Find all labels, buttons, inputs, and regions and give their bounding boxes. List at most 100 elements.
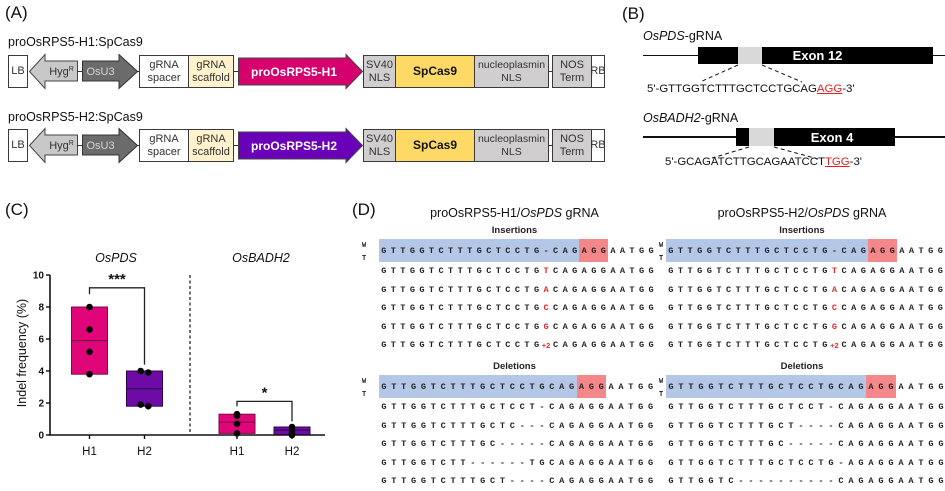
- nucleotide: C: [801, 266, 811, 276]
- nucleotide: A: [846, 439, 856, 449]
- nucleotide: C: [791, 303, 801, 313]
- nucleotide: A: [560, 303, 570, 313]
- nucleotide: T: [455, 322, 465, 332]
- hyg-superscript: R: [69, 66, 74, 73]
- nucleotide: G: [599, 322, 609, 332]
- box-label-line: nucleoplasmin: [478, 133, 545, 146]
- nucleotide: G: [417, 322, 427, 332]
- inserted-base: G: [830, 322, 840, 332]
- nucleotide: A: [577, 476, 587, 486]
- alignment-gap: -: [826, 421, 836, 431]
- nucleotide: A: [896, 476, 906, 486]
- nucleotide: T: [465, 322, 475, 332]
- nucleotide: A: [616, 439, 626, 449]
- box-label-line: spacer: [147, 72, 180, 85]
- protospacer-nucleotide: G: [408, 239, 418, 262]
- nucleotide: A: [606, 458, 616, 468]
- nucleotide: G: [886, 402, 896, 412]
- protospacer-nucleotide: T: [494, 239, 504, 262]
- nucleotide: T: [446, 322, 456, 332]
- y-tick-label: 0: [38, 431, 44, 442]
- protospacer-nucleotide: G: [859, 239, 869, 262]
- protospacer-nucleotide: T: [522, 239, 532, 262]
- protospacer-nucleotide: G: [409, 375, 419, 398]
- nucleotide: G: [887, 266, 897, 276]
- nucleotide: T: [448, 421, 458, 431]
- nucleotide: G: [936, 322, 945, 332]
- nucleotide: T: [685, 285, 695, 295]
- nucleotide: T: [399, 476, 409, 486]
- nucleotide: A: [907, 285, 917, 295]
- nucleotide: A: [868, 285, 878, 295]
- nucleotide: G: [936, 458, 945, 468]
- nucleotide: G: [596, 421, 606, 431]
- nucleotide: G: [859, 266, 869, 276]
- nucleotide: T: [685, 266, 695, 276]
- nucleotide: A: [906, 402, 916, 412]
- nucleotide: T: [389, 266, 399, 276]
- nucleotide: T: [494, 285, 504, 295]
- box-label-line: NLS: [501, 146, 521, 159]
- alignment-gap: -: [517, 439, 527, 449]
- nucleotide: A: [896, 458, 906, 468]
- nucleotide: T: [736, 402, 746, 412]
- nucleotide: C: [801, 303, 811, 313]
- nucleotide: G: [936, 239, 945, 262]
- protospacer-nucleotide: G: [696, 375, 706, 398]
- group-title: OsPDS: [95, 251, 137, 265]
- hyg-text: Hyg: [49, 66, 69, 78]
- nucleotide: G: [379, 458, 389, 468]
- nucleotide: G: [926, 439, 936, 449]
- nucleotide: T: [816, 458, 826, 468]
- nucleotide: C: [839, 322, 849, 332]
- box-label-line: Term: [560, 146, 584, 159]
- nucleotide: T: [458, 458, 468, 468]
- nucleotide: G: [859, 322, 869, 332]
- nucleotide: T: [455, 285, 465, 295]
- nucleotide: G: [886, 476, 896, 486]
- nucleotide: G: [637, 303, 647, 313]
- nucleotide: G: [532, 285, 542, 295]
- nucleotide: A: [849, 266, 859, 276]
- data-point: [234, 413, 241, 420]
- nucleotide: A: [579, 340, 589, 350]
- nucleotide: T: [626, 375, 636, 398]
- data-point: [86, 326, 93, 333]
- nucleotide: A: [579, 285, 589, 295]
- hyg-superscript: R: [69, 140, 74, 147]
- nucleotide: G: [926, 375, 936, 398]
- protospacer-nucleotide: C: [836, 375, 846, 398]
- dashed-zoom-line: [700, 65, 738, 82]
- nucleotide: T: [786, 458, 796, 468]
- nucleotide: T: [455, 340, 465, 350]
- nucleotide: T: [627, 239, 637, 262]
- nucleotide: G: [586, 421, 596, 431]
- nucleotide: C: [836, 402, 846, 412]
- nucleotide: T: [399, 439, 409, 449]
- protospacer-nucleotide: T: [685, 239, 695, 262]
- spcas9-box: SpCas9: [395, 55, 475, 88]
- protospacer-nucleotide: -: [541, 239, 551, 262]
- nucleotide: C: [839, 303, 849, 313]
- nucleotide: C: [726, 476, 736, 486]
- nucleotide: T: [714, 285, 724, 295]
- nucleotide: A: [560, 340, 570, 350]
- nucleotide: A: [557, 439, 567, 449]
- box-label-line: NOS: [560, 59, 584, 72]
- nucleotide: C: [503, 266, 513, 276]
- nucleotide: A: [868, 266, 878, 276]
- protospacer-nucleotide: T: [458, 375, 468, 398]
- nucleotide: C: [839, 266, 849, 276]
- nucleotide: T: [782, 303, 792, 313]
- alignment-gap: -: [806, 476, 816, 486]
- nucleotide: G: [705, 266, 715, 276]
- nucleotide: G: [636, 402, 646, 412]
- nucleotide: A: [606, 375, 616, 398]
